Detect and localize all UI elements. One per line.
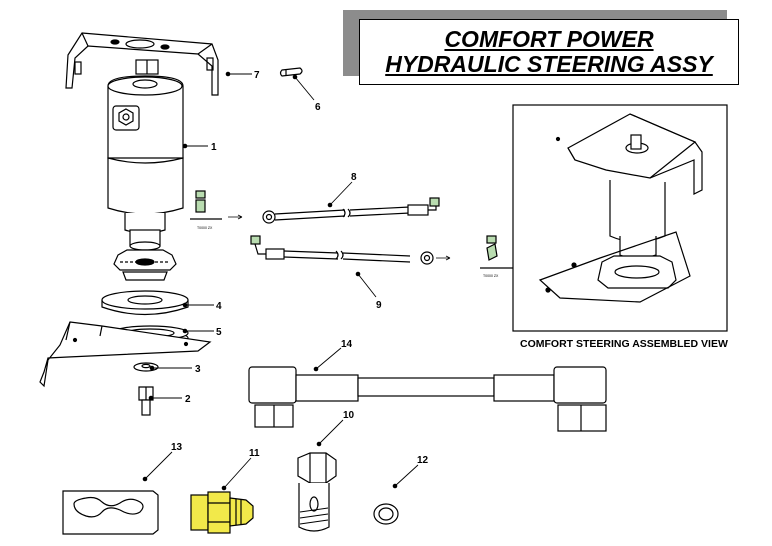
part-6-pin bbox=[279, 67, 303, 77]
fitting-with-arrow-left: T0000 ZX bbox=[190, 190, 243, 230]
base-plate bbox=[39, 321, 212, 388]
callout-13: 13 bbox=[171, 442, 183, 453]
svg-text:T0000 ZX: T0000 ZX bbox=[197, 226, 213, 230]
callout-10: 10 bbox=[343, 410, 355, 421]
callout-9: 9 bbox=[376, 300, 382, 311]
assembled-view bbox=[512, 104, 728, 332]
callout-14: 14 bbox=[341, 339, 353, 350]
title-line-2: HYDRAULIC STEERING ASSY bbox=[385, 51, 713, 77]
assembled-view-caption: COMFORT STEERING ASSEMBLED VIEW bbox=[520, 338, 728, 350]
part-3-washer bbox=[133, 362, 159, 372]
part-4-spacer-ring bbox=[101, 290, 189, 316]
part-11-fitting bbox=[190, 491, 254, 534]
callout-8: 8 bbox=[351, 172, 357, 183]
svg-text:T0000 ZX: T0000 ZX bbox=[483, 274, 499, 278]
fitting-with-arrow-right: T0000 ZX bbox=[436, 235, 516, 278]
callout-1: 1 bbox=[211, 142, 217, 153]
callout-11: 11 bbox=[249, 448, 260, 459]
title-box: COMFORT POWER HYDRAULIC STEERING ASSY bbox=[359, 19, 739, 85]
callout-3: 3 bbox=[195, 364, 201, 375]
callout-12: 12 bbox=[417, 455, 429, 466]
part-13-hose-clamp bbox=[62, 490, 159, 535]
part-2-bolt bbox=[138, 386, 154, 416]
part-14-hose-assembly bbox=[248, 366, 607, 432]
callout-2: 2 bbox=[185, 394, 191, 405]
callout-4: 4 bbox=[216, 301, 222, 312]
part-1-hydraulic-unit bbox=[107, 59, 184, 281]
part-12-o-ring bbox=[373, 503, 399, 525]
part-10-banjo-bolt bbox=[297, 452, 337, 532]
callout-7: 7 bbox=[254, 70, 260, 81]
title-line-1: COMFORT POWER bbox=[444, 26, 654, 52]
callout-6: 6 bbox=[315, 102, 321, 113]
part-7-mounting-bracket bbox=[65, 32, 219, 96]
part-8-hydraulic-line bbox=[262, 197, 440, 224]
callout-5: 5 bbox=[216, 327, 222, 338]
part-9-hydraulic-line bbox=[250, 235, 434, 265]
